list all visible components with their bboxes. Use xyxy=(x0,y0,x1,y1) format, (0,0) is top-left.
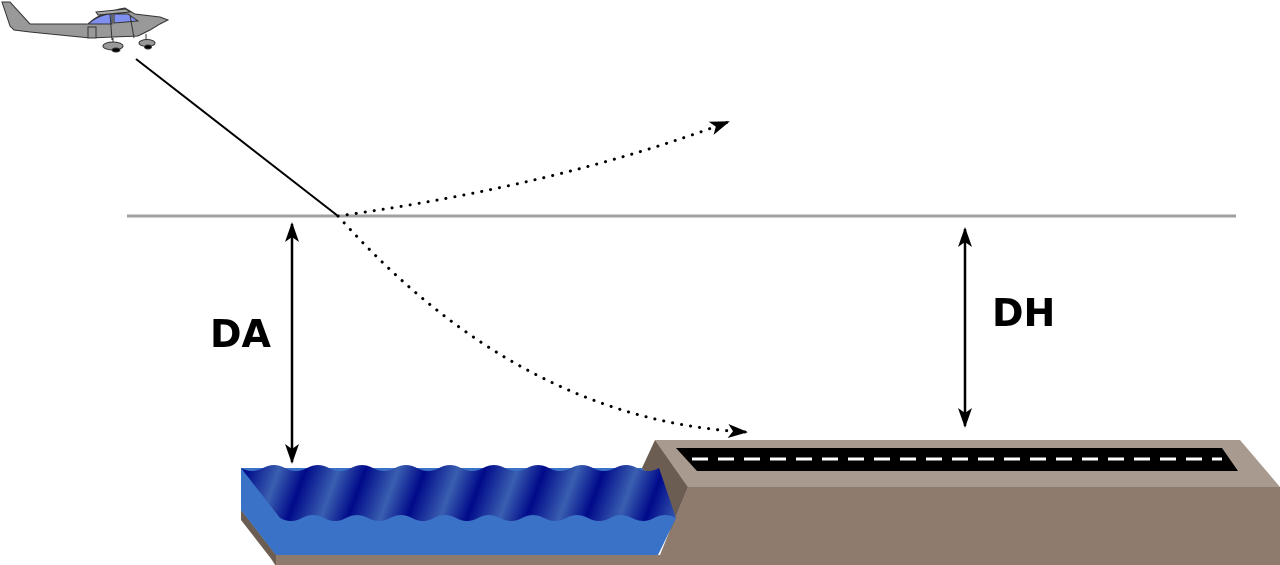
missed-approach-path xyxy=(336,120,730,218)
landing-path xyxy=(336,214,748,439)
dh-label: DH xyxy=(992,291,1055,335)
da-label: DA xyxy=(210,312,272,356)
aircraft-icon xyxy=(1,1,170,53)
water xyxy=(241,465,676,555)
approach-path xyxy=(135,58,339,217)
ground-front-face xyxy=(241,487,1280,565)
water-waves xyxy=(241,465,676,521)
runway-block xyxy=(241,440,1280,565)
ground-left-side xyxy=(241,510,276,565)
